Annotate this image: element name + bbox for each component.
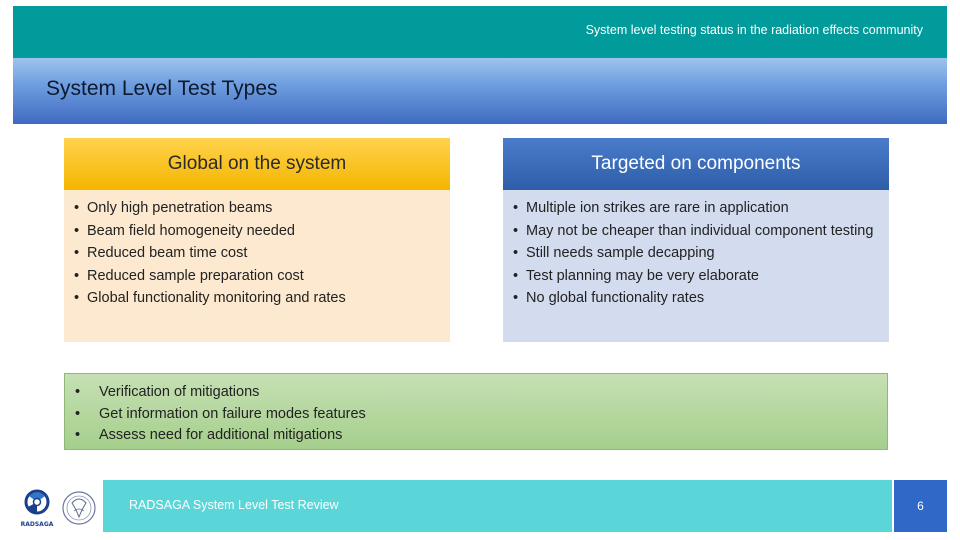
list-item: Get information on failure modes feature… — [75, 404, 887, 426]
right-bullet-list: Multiple ion strikes are rare in applica… — [513, 199, 879, 308]
left-bullet-list: Only high penetration beams Beam field h… — [74, 199, 440, 308]
list-item: May not be cheaper than individual compo… — [513, 222, 879, 241]
common-bullet-list: Verification of mitigations Get informat… — [75, 382, 887, 447]
right-column-body: Multiple ion strikes are rare in applica… — [503, 190, 889, 342]
radsaga-logo-text: RADSAGA — [21, 521, 54, 528]
common-points-box: Verification of mitigations Get informat… — [64, 373, 888, 450]
left-column-body: Only high penetration beams Beam field h… — [64, 190, 450, 342]
slide-title: System Level Test Types — [46, 77, 278, 100]
radsaga-logo-icon: RADSAGA — [21, 489, 54, 528]
footer-bar: RADSAGA System Level Test Review — [103, 480, 892, 532]
list-item: Reduced beam time cost — [74, 244, 440, 263]
list-item: Multiple ion strikes are rare in applica… — [513, 199, 879, 218]
right-column-heading: Targeted on components — [503, 138, 889, 190]
header-bar: System level testing status in the radia… — [13, 6, 947, 58]
list-item: Reduced sample preparation cost — [74, 267, 440, 286]
page-number: 6 — [894, 480, 947, 532]
left-column-heading: Global on the system — [64, 138, 450, 190]
list-item: Still needs sample decapping — [513, 244, 879, 263]
title-band: System Level Test Types — [13, 58, 947, 124]
list-item: Assess need for additional mitigations — [75, 425, 887, 447]
list-item: Global functionality monitoring and rate… — [74, 289, 440, 308]
footer-text: RADSAGA System Level Test Review — [129, 498, 339, 512]
list-item: Test planning may be very elaborate — [513, 267, 879, 286]
list-item: Verification of mitigations — [75, 382, 887, 404]
header-subtitle: System level testing status in the radia… — [585, 23, 923, 37]
list-item: Beam field homogeneity needed — [74, 222, 440, 241]
list-item: No global functionality rates — [513, 289, 879, 308]
institution-seal-icon — [62, 491, 96, 525]
list-item: Only high penetration beams — [74, 199, 440, 218]
